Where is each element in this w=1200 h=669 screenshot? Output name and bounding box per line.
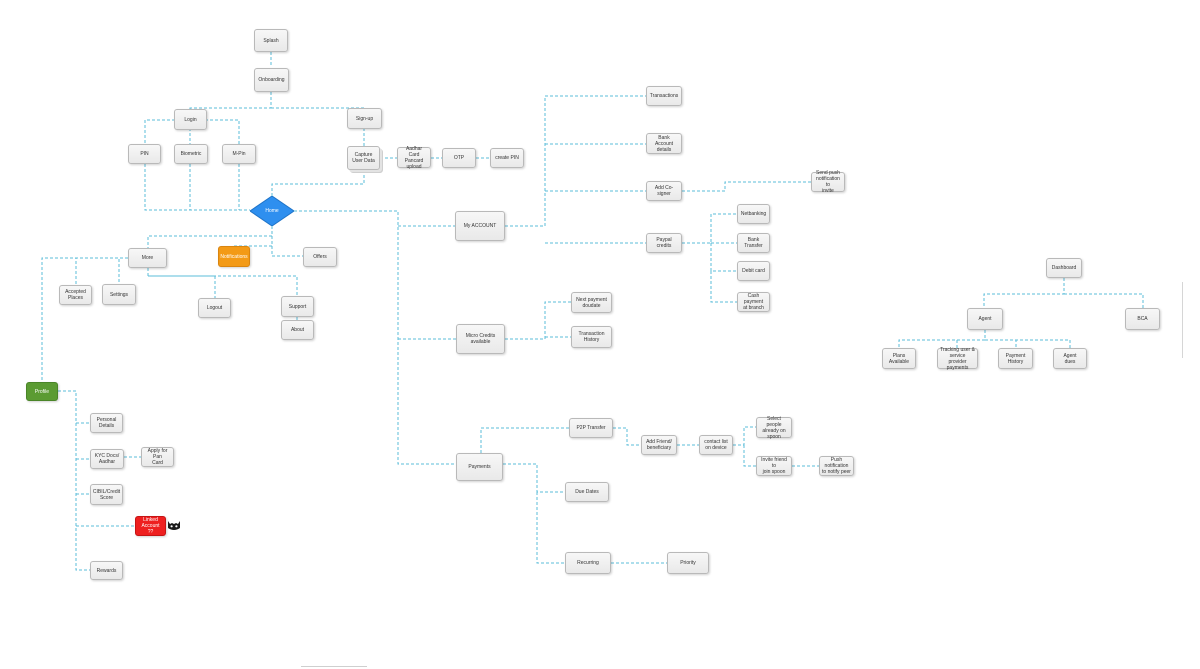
home-node[interactable]: Home [250, 196, 294, 226]
support-node[interactable]: Support [281, 296, 314, 317]
my-account-node[interactable]: My ACCOUNT [455, 211, 505, 241]
bank-transfer-node[interactable]: Bank Transfer [737, 233, 770, 253]
offers-node[interactable]: Offers [303, 247, 337, 267]
paypal-credits-node[interactable]: Paypal credits [646, 233, 682, 253]
capture-user-data-node[interactable]: Capture User Data [347, 146, 380, 170]
debit-card-node[interactable]: Debit card [737, 261, 770, 281]
home-label: Home [265, 208, 279, 214]
send-push-invite-node[interactable]: Send push notification to invite [811, 170, 845, 194]
accepted-places-node[interactable]: Accepted Places [59, 285, 92, 305]
due-dates-node[interactable]: Due Dates [565, 482, 609, 502]
payment-history-node[interactable]: Payment History [998, 348, 1033, 369]
contact-list-node[interactable]: contact list on device [699, 435, 733, 455]
transactions-node[interactable]: Transactions [646, 86, 682, 106]
payments-node[interactable]: Payments [456, 453, 503, 481]
signup-node[interactable]: Sign-up [347, 108, 382, 129]
agent-node[interactable]: Agent [967, 308, 1003, 330]
micro-credits-node[interactable]: Micro Credits available [456, 324, 505, 354]
dashboard-node[interactable]: Dashboard [1046, 258, 1082, 278]
settings-node[interactable]: Settings [102, 284, 136, 305]
biometric-node[interactable]: Biometric [174, 144, 208, 164]
cibil-score-node[interactable]: CIBIL/Credit Score [90, 484, 123, 505]
onboarding-node[interactable]: Onboarding [254, 68, 289, 92]
priority-node[interactable]: Priority [667, 552, 709, 574]
otp-node[interactable]: OTP [442, 148, 476, 168]
add-cosigner-node[interactable]: Add Co-signer [646, 181, 682, 201]
linked-account-node[interactable]: Linked Account ?? [135, 516, 166, 536]
splash-node[interactable]: Splash [254, 29, 288, 52]
recurring-node[interactable]: Recurring [565, 552, 611, 574]
bottom-scroll-line [301, 666, 367, 667]
select-people-node[interactable]: Select people already on spoon [756, 416, 792, 440]
aadhar-upload-node[interactable]: Aadhar Card Pancard upload [397, 146, 431, 170]
more-node[interactable]: More [128, 248, 167, 268]
right-edge-divider [1182, 282, 1183, 358]
next-payment-node[interactable]: Next payment doudate [571, 292, 612, 313]
profile-node[interactable]: Profile [26, 382, 58, 401]
apply-pan-card-node[interactable]: Apply for Pan Card [141, 447, 174, 467]
login-node[interactable]: Login [174, 109, 207, 130]
home-diamond-shape [250, 196, 294, 226]
bca-node[interactable]: BCA [1125, 308, 1160, 330]
tracking-payments-node[interactable]: Tracking user & service provider payment… [937, 347, 978, 371]
pin-node[interactable]: PIN [128, 144, 161, 164]
batman-mask-icon [167, 518, 181, 532]
plans-available-node[interactable]: Plans Available [882, 348, 916, 369]
notifications-node[interactable]: Notifications [218, 246, 250, 267]
rewards-node[interactable]: Rewards [90, 561, 123, 580]
about-node[interactable]: About [281, 320, 314, 340]
create-pin-node[interactable]: create PIN [490, 148, 524, 168]
logout-node[interactable]: Logout [198, 298, 231, 318]
add-friend-node[interactable]: Add Friend/ beneficiary [641, 435, 677, 455]
agent-dues-node[interactable]: Agent dues [1053, 348, 1087, 369]
personal-details-node[interactable]: Personal Details [90, 413, 123, 433]
bank-account-details-node[interactable]: Bank Account details [646, 133, 682, 154]
kyc-docs-node[interactable]: KYC Docs/ Aadhar [90, 449, 124, 469]
invite-friend-node[interactable]: Invite friend to join spoon [756, 456, 792, 476]
p2p-transfer-node[interactable]: P2P Transfer [569, 418, 613, 438]
push-notify-peer-node[interactable]: Push notification to notify peer [819, 456, 854, 476]
netbanking-node[interactable]: Netbanking [737, 204, 770, 224]
mpin-node[interactable]: M-Pin [222, 144, 256, 164]
transaction-history-node[interactable]: Transaction History [571, 326, 612, 348]
cash-payment-node[interactable]: Cash payment at branch [737, 292, 770, 312]
